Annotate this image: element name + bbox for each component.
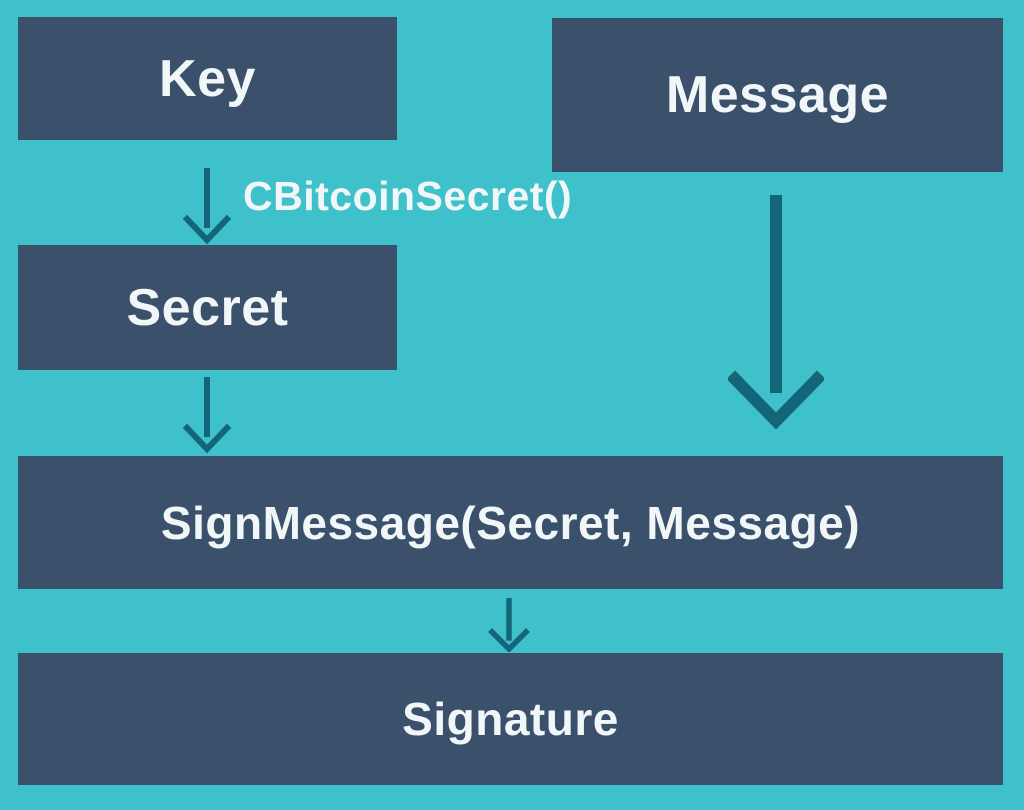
node-key-label: Key — [159, 49, 256, 108]
edge-label-cbitcoinsecret: CBitcoinSecret() — [243, 173, 573, 219]
node-sign-message: SignMessage(Secret, Message) — [18, 456, 1003, 589]
node-message: Message — [552, 18, 1003, 172]
node-message-label: Message — [665, 66, 890, 124]
arrow-down-icon — [487, 598, 531, 652]
node-signature: Signature — [18, 653, 1003, 785]
node-signature-label: Signature — [402, 693, 619, 745]
node-secret: Secret — [18, 245, 397, 370]
arrow-down-icon — [181, 376, 233, 456]
arrow-down-icon — [181, 167, 233, 247]
arrow-down-large-icon — [728, 195, 824, 429]
node-secret-label: Secret — [126, 278, 289, 337]
node-key: Key — [18, 17, 397, 140]
node-sign-message-label: SignMessage(Secret, Message) — [160, 496, 861, 549]
